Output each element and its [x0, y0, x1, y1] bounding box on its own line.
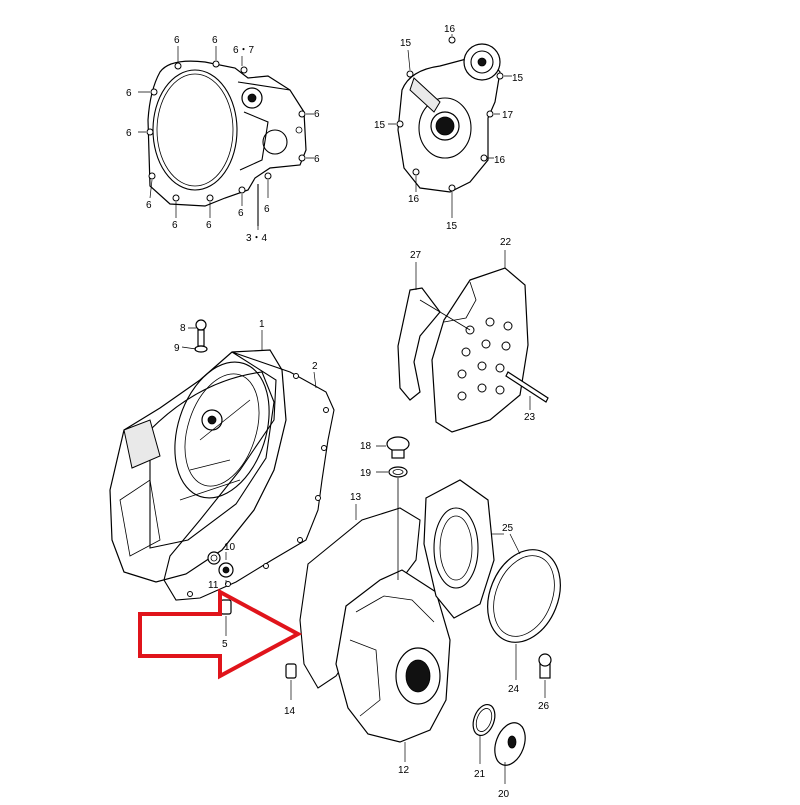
callout-21: 21 [474, 769, 486, 780]
clutch-cover-gasket-view [138, 46, 314, 230]
callout-1: 1 [259, 319, 265, 330]
callout-6-7: 6・7 [233, 45, 255, 56]
callout-16: 16 [444, 24, 456, 35]
callout-22: 22 [500, 237, 512, 248]
callout-9: 9 [174, 343, 180, 354]
callout-20: 20 [498, 789, 510, 800]
callout-6: 6 [126, 88, 132, 99]
gasket-2 [163, 351, 335, 601]
callout-27: 27 [410, 250, 422, 261]
callout-24: 24 [508, 684, 520, 695]
callout-6: 6 [126, 128, 132, 139]
stator-housing [423, 479, 504, 619]
small-parts [207, 551, 297, 700]
crankcase-view [109, 319, 287, 583]
callout-16: 16 [408, 194, 420, 205]
callout-2: 2 [312, 361, 318, 372]
callout-13: 13 [350, 492, 362, 503]
generator-cover-12 [335, 569, 451, 762]
callout-6: 6 [264, 204, 270, 215]
callout-14: 14 [284, 706, 296, 717]
callout-labels: 6 6 6・7 6 6 6 6 6 6 6 6 6 3・4 15 16 15 1… [126, 24, 550, 800]
callout-25: 25 [502, 523, 514, 534]
callout-23: 23 [524, 412, 536, 423]
generator-cover-view [388, 34, 512, 218]
callout-6: 6 [206, 220, 212, 231]
callout-10: 10 [224, 542, 236, 553]
callout-6: 6 [314, 154, 320, 165]
callout-15: 15 [400, 38, 412, 49]
oil-plug [376, 436, 410, 580]
callout-5: 5 [222, 639, 228, 650]
callout-19: 19 [360, 468, 372, 479]
callout-8: 8 [180, 323, 186, 334]
callout-6: 6 [238, 208, 244, 219]
callout-3-4: 3・4 [246, 233, 268, 244]
guard-plate-view [397, 250, 549, 433]
cap-and-oring [472, 703, 526, 784]
inspection-cover [487, 533, 561, 698]
highlight-arrow [138, 588, 303, 680]
callout-26: 26 [538, 701, 550, 712]
callout-6: 6 [212, 35, 218, 46]
callout-11: 11 [208, 580, 219, 591]
callout-15: 15 [446, 221, 458, 232]
callout-6: 6 [146, 200, 152, 211]
callout-17: 17 [502, 110, 514, 121]
callout-6: 6 [174, 35, 180, 46]
callout-12: 12 [398, 765, 410, 776]
callout-6: 6 [172, 220, 178, 231]
callout-15: 15 [512, 73, 524, 84]
callout-18: 18 [360, 441, 372, 452]
callout-16: 16 [494, 155, 506, 166]
callout-6: 6 [314, 109, 320, 120]
callout-15: 15 [374, 120, 386, 131]
